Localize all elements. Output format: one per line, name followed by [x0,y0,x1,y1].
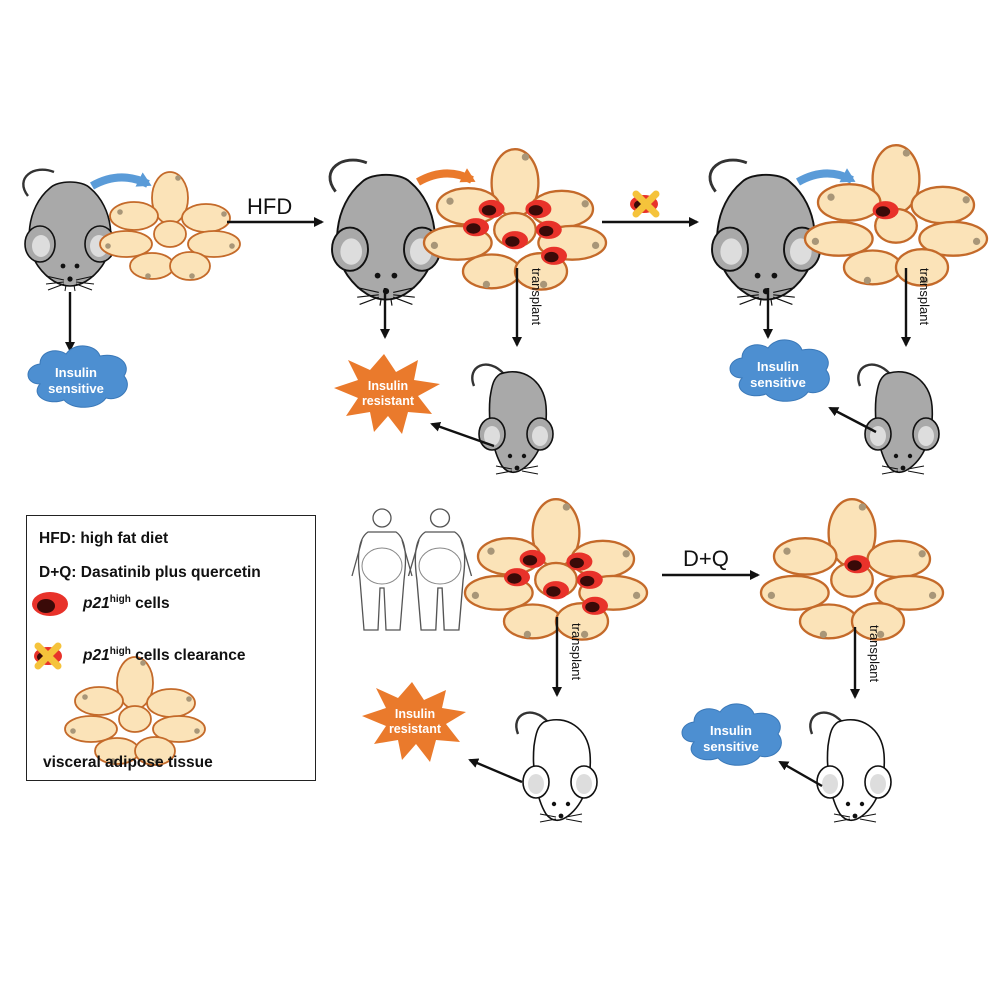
legend-p21-cells: p21high cells [83,594,170,613]
cloud-badge-icon: Insulin sensitive [729,339,830,402]
legend: HFD: high fat diet D+Q: Dasatinib plus q… [26,515,316,781]
legend-hfd: HFD: high fat diet [39,530,169,547]
starburst-badge-icon: Insulin resistant [334,354,440,434]
badge-text: Insulin [395,707,435,721]
transplant-label: transplant [917,268,932,325]
clearance-x-icon [630,190,660,218]
p21-gene: p21 [83,647,110,665]
p21-cells-suffix: cells [130,595,170,613]
badge-text: resistant [362,394,415,408]
arrow-blue-curved [90,172,152,190]
p21-gene: p21 [83,595,110,613]
arrow-blue-curved [796,168,856,186]
legend-vat: visceral adipose tissue [43,754,213,771]
badge-text: sensitive [703,739,759,754]
transplant-label: transplant [569,623,584,680]
badge-text: Insulin [368,379,408,393]
arrow-orange-curved [416,168,476,186]
arrow-left [430,421,495,448]
legend-dq: D+Q: Dasatinib plus quercetin [39,564,261,581]
mouse-icon [471,363,555,476]
badge-text: Insulin [710,723,752,738]
mouse-icon [857,363,941,476]
badge-text: sensitive [750,375,806,390]
adipose-tissue-icon [759,498,945,641]
cloud-badge-icon: Insulin sensitive [681,703,782,766]
clearance-suffix: cells clearance [130,647,246,665]
mouse-icon [515,711,599,824]
mouse-icon [809,711,893,824]
human-figure-icon [407,508,473,631]
starburst-badge-icon: Insulin resistant [362,682,466,762]
legend-clearance: p21high cells clearance [83,646,245,665]
transplant-label: transplant [867,625,882,682]
arrow-left [778,760,823,788]
dq-label: D+Q [683,546,729,571]
mouse-icon [22,168,117,293]
badge-text: sensitive [48,381,104,396]
human-figure-icon [351,508,413,631]
senescent-cell-icon [32,592,68,616]
cloud-badge-icon: Insulin sensitive [27,345,128,408]
hfd-label: HFD [247,194,292,219]
badge-text: Insulin [757,359,799,374]
arrow-left [468,758,523,784]
badge-text: resistant [389,722,442,736]
arrow-left [828,406,877,434]
p21-sup: high [109,594,131,605]
badge-text: Insulin [55,365,97,380]
adipose-tissue-icon [803,144,989,287]
clearance-x-icon [34,642,62,670]
p21-sup: high [109,646,131,657]
adipose-tissue-icon [99,171,241,281]
transplant-label: transplant [529,268,544,325]
